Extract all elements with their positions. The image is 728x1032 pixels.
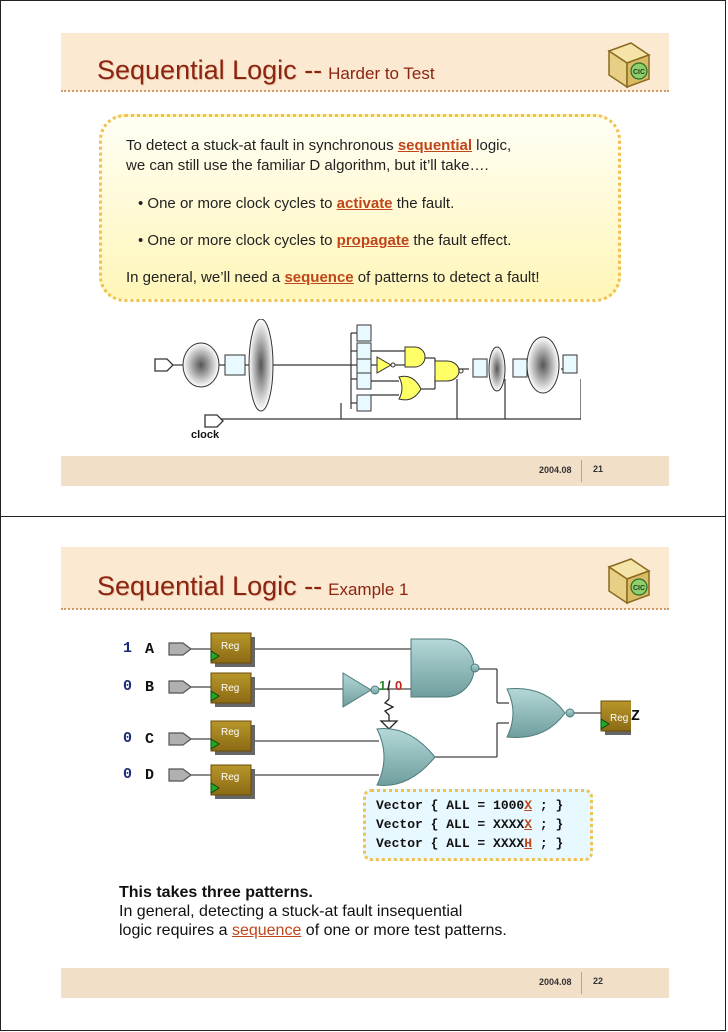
register-c: Reg <box>210 720 255 755</box>
title-divider <box>61 90 669 92</box>
register-a: Reg <box>210 632 255 667</box>
input-c-value: 0 <box>123 730 133 747</box>
slide-21-content: Sequential Logic -- Harder to Test CIC To… <box>61 1 669 518</box>
keyword-propagate: propagate <box>336 232 410 249</box>
input-b-label: B <box>145 679 155 696</box>
nand-gate <box>410 638 480 698</box>
subtitle-text: Harder to Test <box>328 64 435 83</box>
callout-line-1: To detect a stuck-at fault in synchronou… <box>126 137 512 154</box>
callout-line-3: In general, we’ll need a sequence of pat… <box>126 269 540 286</box>
register-output: Reg <box>600 700 631 735</box>
footer-divider <box>581 460 582 482</box>
bullet-propagate: • One or more clock cycles to propagate … <box>138 232 512 249</box>
register-b: Reg <box>210 672 255 707</box>
slide-footer: 2004.08 21 <box>61 456 669 486</box>
cic-cube-logo-icon: CIC <box>607 558 651 605</box>
svg-text:Reg: Reg <box>221 641 239 652</box>
conclusion-line-2: In general, detecting a stuck-at fault i… <box>119 903 463 920</box>
slide-22-content: Sequential Logic -- Example 1 CIC 1 A 0 B… <box>61 517 669 1032</box>
keyword-sequence: sequence <box>284 269 354 286</box>
cic-cube-logo-icon: CIC <box>607 42 651 89</box>
input-pad-c <box>168 732 192 746</box>
subtitle-text: Example 1 <box>328 580 409 599</box>
output-z-label: Z <box>631 708 641 725</box>
keyword-sequential: sequential <box>397 137 472 154</box>
svg-text:Reg: Reg <box>221 727 239 738</box>
bullet-activate: • One or more clock cycles to activate t… <box>138 195 455 212</box>
title-text: Sequential Logic -- <box>97 571 323 601</box>
slide-21: Sequential Logic -- Harder to Test CIC To… <box>0 0 726 517</box>
sequential-circuit-diagram: clock <box>154 319 581 441</box>
nor-gate <box>506 688 575 738</box>
clock-label: clock <box>191 429 220 441</box>
input-c-label: C <box>145 731 155 748</box>
vector-2: Vector { ALL = XXXXX ; } <box>376 817 564 832</box>
footer-page-number: 21 <box>593 464 604 474</box>
svg-text:Reg: Reg <box>221 683 239 694</box>
slide-22: Sequential Logic -- Example 1 CIC 1 A 0 B… <box>0 516 726 1031</box>
test-vector-box: Vector { ALL = 1000X ; } Vector { ALL = … <box>363 789 593 861</box>
svg-text:CIC: CIC <box>633 585 645 592</box>
title-text: Sequential Logic -- <box>97 55 323 85</box>
input-b-value: 0 <box>123 678 133 695</box>
footer-date: 2004.08 <box>539 465 572 475</box>
slide-title: Sequential Logic -- Example 1 <box>97 571 408 602</box>
or-gate <box>376 728 436 786</box>
input-pad-b <box>168 680 192 694</box>
input-pad-a <box>168 642 192 656</box>
input-a-value: 1 <box>123 640 133 657</box>
input-d-value: 0 <box>123 766 133 783</box>
slide-footer: 2004.08 22 <box>61 968 669 998</box>
footer-date: 2004.08 <box>539 977 572 987</box>
footer-page-number: 22 <box>593 976 604 986</box>
input-d-label: D <box>145 767 155 784</box>
example-circuit-diagram: Reg Reg Reg Reg <box>168 632 631 799</box>
conclusion-text: This takes three patterns. In general, d… <box>119 883 507 940</box>
title-band <box>61 33 669 91</box>
title-divider <box>61 608 669 610</box>
svg-text:Reg: Reg <box>610 713 628 724</box>
fault-good-value: 1 <box>379 678 386 693</box>
input-a-label: A <box>145 641 155 658</box>
callout-box: To detect a stuck-at fault in synchronou… <box>99 114 621 302</box>
slide-title: Sequential Logic -- Harder to Test <box>97 55 435 86</box>
input-pad-d <box>168 768 192 782</box>
footer-divider <box>581 972 582 994</box>
svg-text:CIC: CIC <box>633 69 645 76</box>
fault-bad-value: 0 <box>395 678 402 693</box>
vector-3: Vector { ALL = XXXXH ; } <box>376 836 564 851</box>
callout-line-2: we can still use the familiar D algorith… <box>126 157 489 174</box>
inverter-gate <box>342 672 380 708</box>
conclusion-line-3: logic requires a sequence of one or more… <box>119 922 507 939</box>
conclusion-heading: This takes three patterns. <box>119 884 313 901</box>
svg-text:Reg: Reg <box>221 772 239 783</box>
register-d: Reg <box>210 764 255 799</box>
keyword-activate: activate <box>336 195 393 212</box>
vector-1: Vector { ALL = 1000X ; } <box>376 798 564 813</box>
stuck-at-fault-ground-icon <box>379 698 399 730</box>
fault-slash: / <box>387 678 391 693</box>
keyword-sequence: sequence <box>231 922 302 939</box>
title-band <box>61 547 669 609</box>
